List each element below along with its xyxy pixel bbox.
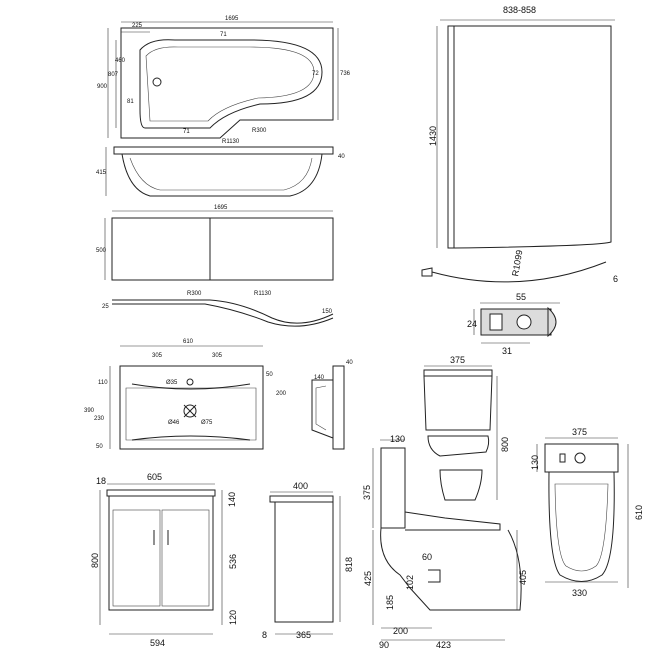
toilet-plan-view: 375 130 610 330 (530, 427, 644, 598)
bath-71b-label: 71 (183, 129, 190, 135)
toilet-side-200-label: 200 (393, 626, 408, 636)
toilet-side-102-label: 102 (405, 575, 415, 590)
toilet-plan-130-label: 130 (530, 455, 540, 470)
basin-230-label: 230 (94, 416, 105, 422)
panel-25-label: 25 (102, 304, 109, 310)
toilet-side-425-label: 425 (363, 571, 373, 586)
toilet-plan-610-label: 610 (634, 505, 644, 520)
vanity-18-label: 18 (96, 476, 106, 486)
profile-24-label: 24 (467, 319, 477, 329)
toilet-front-800-label: 800 (500, 437, 510, 452)
screen-6-label: 6 (613, 274, 618, 284)
vanity-side-view: 400 818 8 365 (262, 481, 354, 640)
screen-width-label: 838-858 (503, 5, 536, 15)
toilet-plan-330-label: 330 (572, 588, 587, 598)
screen-profile: 55 24 31 (467, 292, 560, 356)
vanity-800-label: 800 (90, 553, 100, 568)
bath-71a-label: 71 (220, 32, 227, 38)
bath-900-label: 900 (97, 84, 108, 90)
toilet-side-90-label: 90 (379, 640, 389, 650)
toilet-side-130-label: 130 (390, 434, 405, 444)
toilet-side-423-label: 423 (436, 640, 451, 650)
bath-415-label: 415 (96, 170, 107, 176)
panel-width-label: 1695 (214, 205, 228, 211)
bath-plan-view: 1695 225 900 807 460 81 71 72 736 71 R30… (97, 16, 351, 145)
toilet-side-60-label: 60 (422, 552, 432, 562)
vanity-594-label: 594 (150, 638, 165, 648)
vanity-side-365-label: 365 (296, 630, 311, 640)
basin-plan-view: 610 305 305 390 110 230 50 Ø35 Ø46 Ø75 5… (84, 339, 287, 450)
bath-r1130-label: R1130 (222, 139, 240, 145)
bath-736-label: 736 (340, 71, 351, 77)
bath-r300-label: R300 (252, 128, 267, 134)
vanity-140-label: 140 (227, 492, 237, 507)
toilet-side-405-label: 405 (518, 570, 528, 585)
toilet-side-375-label: 375 (362, 485, 372, 500)
panel-150-label: 150 (322, 309, 333, 315)
bath-side-view: 415 40 (96, 146, 345, 197)
basin-d35-label: Ø35 (166, 380, 178, 386)
vanity-side-400-label: 400 (293, 481, 308, 491)
vanity-605-label: 605 (147, 472, 162, 482)
bath-807-label: 807 (108, 72, 119, 78)
panel-r300-label: R300 (187, 291, 202, 297)
basin-d46-label: Ø46 (168, 420, 180, 426)
screen-height-label: 1430 (428, 126, 438, 146)
basin-side-140-label: 140 (314, 375, 325, 381)
vanity-front-view: 605 18 800 140 536 120 594 (90, 472, 238, 648)
basin-50b-label: 50 (266, 372, 273, 378)
panel-height-label: 500 (96, 248, 107, 254)
toilet-side-view: 130 375 425 60 102 185 405 200 90 423 (362, 434, 528, 650)
toilet-side-185-label: 185 (385, 595, 395, 610)
bath-width-label: 1695 (225, 16, 239, 22)
vanity-side-818-label: 818 (344, 557, 354, 572)
toilet-front-view: 375 800 (423, 355, 510, 501)
toilet-plan-375-label: 375 (572, 427, 587, 437)
vanity-side-8-label: 8 (262, 630, 267, 640)
basin-200-label: 200 (276, 391, 287, 397)
bath-panel-front: 1695 500 (96, 205, 334, 281)
shower-screen: 838-858 1430 R1099 6 (421, 5, 618, 284)
bath-460-label: 460 (115, 58, 126, 64)
bath-225-label: 225 (132, 23, 143, 29)
basin-side-40-label: 40 (346, 360, 353, 366)
panel-r1130-label: R1130 (254, 291, 272, 297)
basin-390-label: 390 (84, 408, 95, 414)
bath-81-label: 81 (127, 99, 134, 105)
profile-55-label: 55 (516, 292, 526, 302)
bath-72-label: 72 (312, 71, 319, 77)
basin-305b-label: 305 (212, 353, 223, 359)
toilet-front-375-label: 375 (450, 355, 465, 365)
bath-panel-top: 25 R300 R1130 150 (102, 291, 334, 327)
basin-110-label: 110 (98, 380, 108, 386)
profile-31-label: 31 (502, 346, 512, 356)
basin-50-label: 50 (96, 444, 103, 450)
basin-d75-label: Ø75 (201, 420, 213, 426)
vanity-536-label: 536 (228, 554, 238, 569)
basin-305a-label: 305 (152, 353, 163, 359)
bath-40-label: 40 (338, 154, 345, 160)
screen-radius-label: R1099 (510, 249, 524, 277)
basin-610-label: 610 (183, 339, 194, 345)
basin-side-view: 140 40 (311, 360, 353, 450)
vanity-120-label: 120 (228, 610, 238, 625)
